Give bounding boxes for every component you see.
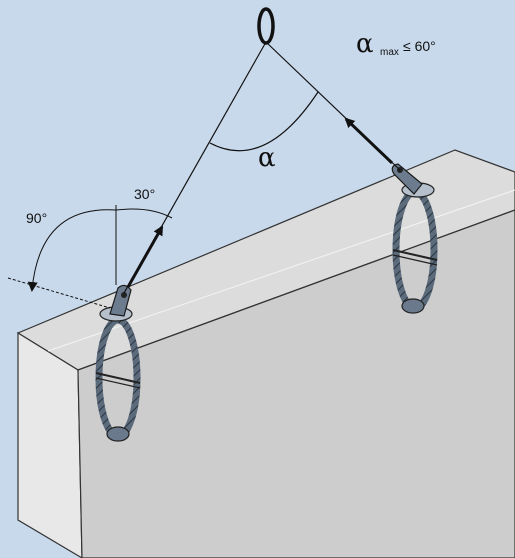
arrow-icon (344, 117, 394, 165)
crane-hook-icon (257, 7, 275, 45)
angle-90-arc (27, 209, 117, 292)
alpha-max-label: α max ≤ 60° (356, 29, 436, 59)
alpha-max-relation: ≤ 60° (403, 38, 436, 54)
loop-spreader-bar (95, 377, 141, 389)
block-end-face (17, 331, 83, 558)
alpha-label: α (258, 143, 276, 173)
arrow-icon (126, 225, 164, 288)
alpha-max-subscript: max (380, 47, 399, 58)
loop-collar (401, 298, 425, 314)
alpha-max-symbol: α (356, 29, 374, 59)
angle-inclination-label: 30° (134, 186, 155, 202)
angle-30-arc (115, 208, 173, 219)
loop-spreader-bar (392, 249, 438, 261)
horizontal-reference-line (7, 277, 111, 309)
lifting-anchor-left (99, 284, 133, 322)
anchor-eye (121, 292, 127, 298)
loop-collar (106, 426, 130, 442)
angle-construction (7, 91, 319, 309)
loop-spreader-bar (392, 254, 438, 266)
loop-spreader-bar (95, 372, 141, 384)
angle-vertical-label: 90° (26, 210, 47, 226)
sling (123, 41, 401, 294)
lifting-anchor-right (391, 163, 435, 198)
angle-alpha-arc (209, 91, 319, 152)
